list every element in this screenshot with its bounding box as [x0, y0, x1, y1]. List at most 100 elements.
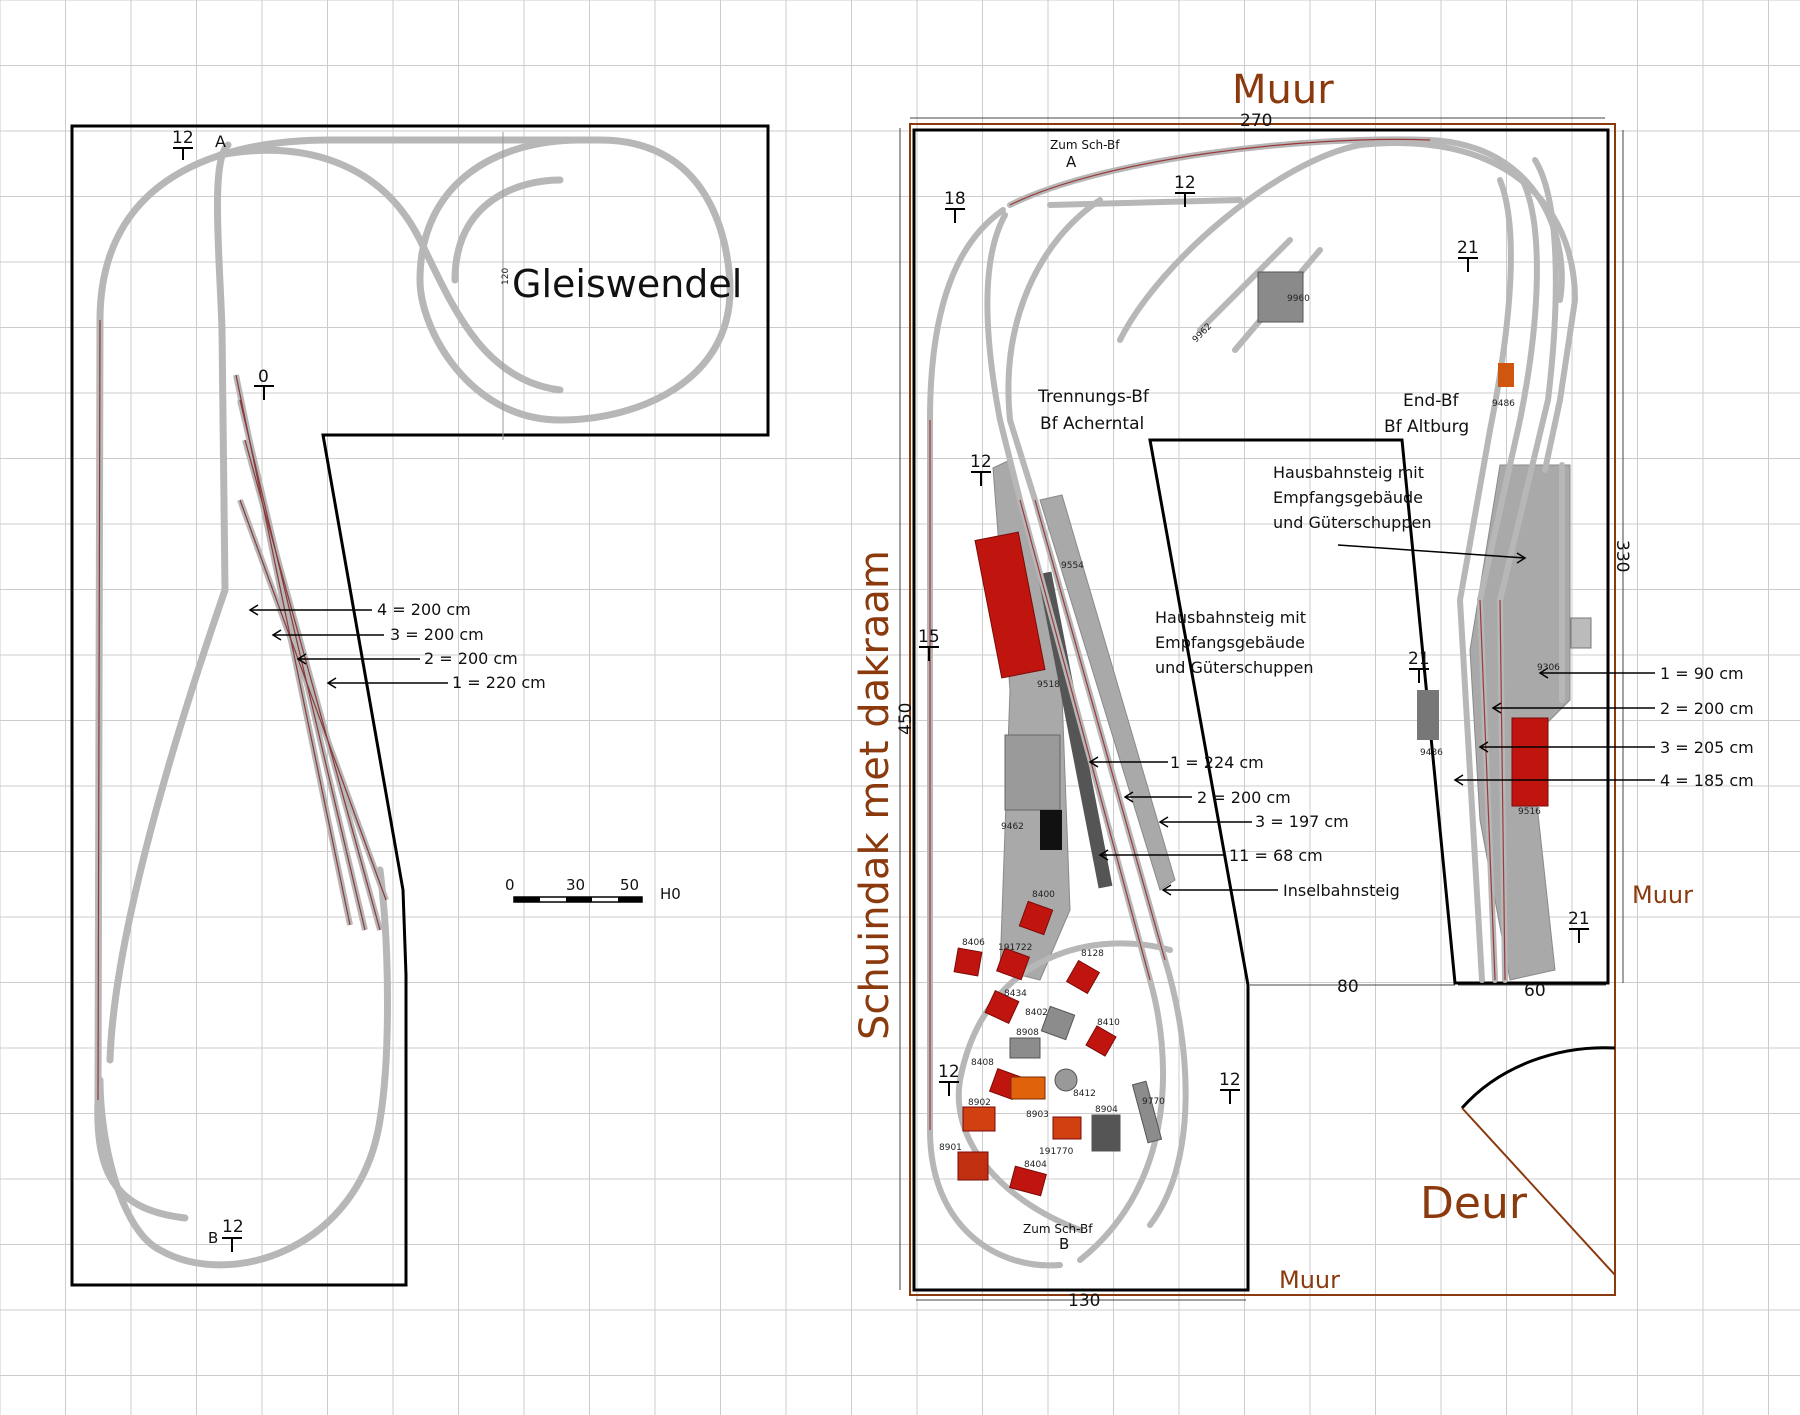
- island-platform-label: Inselbahnsteig: [1283, 881, 1400, 900]
- track-helix: [416, 136, 734, 424]
- svg-text:8434: 8434: [1004, 989, 1027, 999]
- svg-text:50: 50: [620, 876, 639, 894]
- svg-text:9962: 9962: [1191, 322, 1214, 345]
- track-4-callout: 4 = 200 cm: [377, 600, 471, 619]
- wall-label-right: Muur: [1632, 881, 1693, 909]
- door-swing: [1460, 1046, 1616, 1276]
- height-lower-right: 12: [1219, 1070, 1241, 1090]
- dimension-height: 450: [896, 703, 916, 735]
- connection-top-label: Zum Sch-Bf: [1050, 138, 1120, 152]
- platform-note-left-2: Empfangsgebäude: [1155, 633, 1305, 652]
- platform-note-right-2: Empfangsgebäude: [1273, 488, 1423, 507]
- helix-dimension: 120: [501, 268, 511, 285]
- svg-text:8904: 8904: [1095, 1105, 1118, 1115]
- wall-label-bottom: Muur: [1279, 1266, 1340, 1294]
- svg-text:9770: 9770: [1142, 1097, 1165, 1107]
- building-9462-roof: [1040, 810, 1062, 850]
- svg-text:12: 12: [222, 1217, 244, 1237]
- helix-title: Gleiswendel: [512, 262, 742, 306]
- station-building-9518: [974, 531, 1046, 679]
- svg-text:B: B: [208, 1229, 218, 1247]
- track-right-station-1: [1496, 157, 1559, 983]
- door-label: Deur: [1420, 1178, 1528, 1229]
- height-station-right: 21: [1408, 649, 1430, 669]
- svg-text:9436: 9436: [1420, 748, 1443, 758]
- building-9462: [1004, 734, 1061, 811]
- track-station-left: [984, 212, 1167, 1263]
- svg-text:0: 0: [258, 367, 269, 387]
- height-mark-zero: 0: [254, 367, 274, 400]
- left-callout-2: 2 = 200 cm: [1197, 788, 1291, 807]
- dimension-right-height: 330: [1612, 540, 1632, 572]
- height-upper-right: 21: [1457, 238, 1479, 258]
- height-village: 12: [938, 1062, 960, 1082]
- height-markers: [919, 192, 1589, 1104]
- left-plan: 120 Gleiswendel 12 A 0 12 B 4 = 200 cm: [70, 124, 770, 1287]
- svg-text:H0: H0: [660, 885, 681, 903]
- track-station-approach: [106, 141, 232, 1064]
- station-buildings: [974, 271, 1592, 850]
- dimension-end-width: 60: [1524, 981, 1546, 1001]
- right-callout-1: 1 = 90 cm: [1660, 664, 1744, 683]
- right-baseboard-outline: [912, 128, 1610, 1292]
- building-9306: [1570, 617, 1592, 649]
- station-right-line2: Bf Altburg: [1384, 417, 1469, 437]
- dimension-bottom-width: 130: [1068, 1291, 1100, 1311]
- building-9516: [1511, 717, 1549, 807]
- svg-text:9462: 9462: [1001, 822, 1024, 832]
- svg-text:0: 0: [505, 876, 515, 894]
- svg-text:9486: 9486: [1492, 399, 1515, 409]
- connection-bottom-label: Zum Sch-Bf: [1023, 1222, 1093, 1236]
- svg-text:30: 30: [566, 876, 585, 894]
- platform-note-left-1: Hausbahnsteig mit: [1155, 608, 1306, 627]
- building-9960: [1257, 271, 1304, 323]
- island-platform: [1039, 494, 1176, 891]
- right-plan: Muur Muur Muur Schuindak met dakraam Deu…: [852, 67, 1754, 1311]
- room-wall-outline: [909, 123, 1616, 1296]
- dimension-width: 270: [1240, 111, 1272, 131]
- left-callout-4: 11 = 68 cm: [1229, 846, 1323, 865]
- height-mark-b: 12 B: [208, 1217, 244, 1252]
- dimension-gap: 80: [1337, 977, 1359, 997]
- svg-text:8400: 8400: [1032, 890, 1055, 900]
- svg-text:8404: 8404: [1024, 1160, 1047, 1170]
- left-callout-1: 1 = 224 cm: [1170, 753, 1264, 772]
- svg-text:8408: 8408: [971, 1058, 994, 1068]
- svg-text:8908: 8908: [1016, 1028, 1039, 1038]
- track-lower-loop: [955, 940, 1173, 1233]
- svg-text:8406: 8406: [962, 938, 985, 948]
- connection-bottom-letter: B: [1059, 1235, 1069, 1253]
- dimension-lines: [899, 117, 1624, 1301]
- grey-buildings: [1009, 1005, 1163, 1152]
- height-left-edge: 15: [918, 627, 940, 647]
- track-right-station-3: [1456, 177, 1514, 983]
- left-baseboard-outline: [70, 124, 770, 1287]
- height-top-spur: 12: [1174, 173, 1196, 193]
- track-1-callout: 1 = 220 cm: [452, 673, 546, 692]
- svg-text:8402: 8402: [1025, 1008, 1048, 1018]
- svg-text:9960: 9960: [1287, 294, 1310, 304]
- station-left-line2: Bf Acherntal: [1040, 414, 1144, 434]
- svg-text:8128: 8128: [1081, 949, 1104, 959]
- platform-note-left-3: und Güterschuppen: [1155, 658, 1313, 677]
- track-right-approach: [1117, 140, 1579, 473]
- svg-text:A: A: [215, 132, 226, 151]
- wall-label-left: Schuindak met dakraam: [852, 550, 898, 1040]
- height-right-lower: 21: [1568, 909, 1590, 929]
- svg-text:8901: 8901: [939, 1143, 962, 1153]
- track-callouts: [248, 604, 448, 689]
- track-2-callout: 2 = 200 cm: [424, 649, 518, 668]
- svg-text:191722: 191722: [998, 943, 1032, 953]
- height-mark-a: 12 A: [172, 128, 226, 160]
- platform-note-right-1: Hausbahnsteig mit: [1273, 463, 1424, 482]
- svg-text:8410: 8410: [1097, 1018, 1120, 1028]
- platform-roof-strip: [1037, 571, 1113, 889]
- building-9436: [1417, 690, 1439, 740]
- svg-text:9518: 9518: [1037, 680, 1060, 690]
- village-houses: [953, 900, 1117, 1197]
- svg-text:12: 12: [172, 128, 194, 148]
- svg-text:8412: 8412: [1073, 1089, 1096, 1099]
- height-upper-left: 18: [944, 189, 966, 209]
- svg-text:191770: 191770: [1039, 1147, 1074, 1157]
